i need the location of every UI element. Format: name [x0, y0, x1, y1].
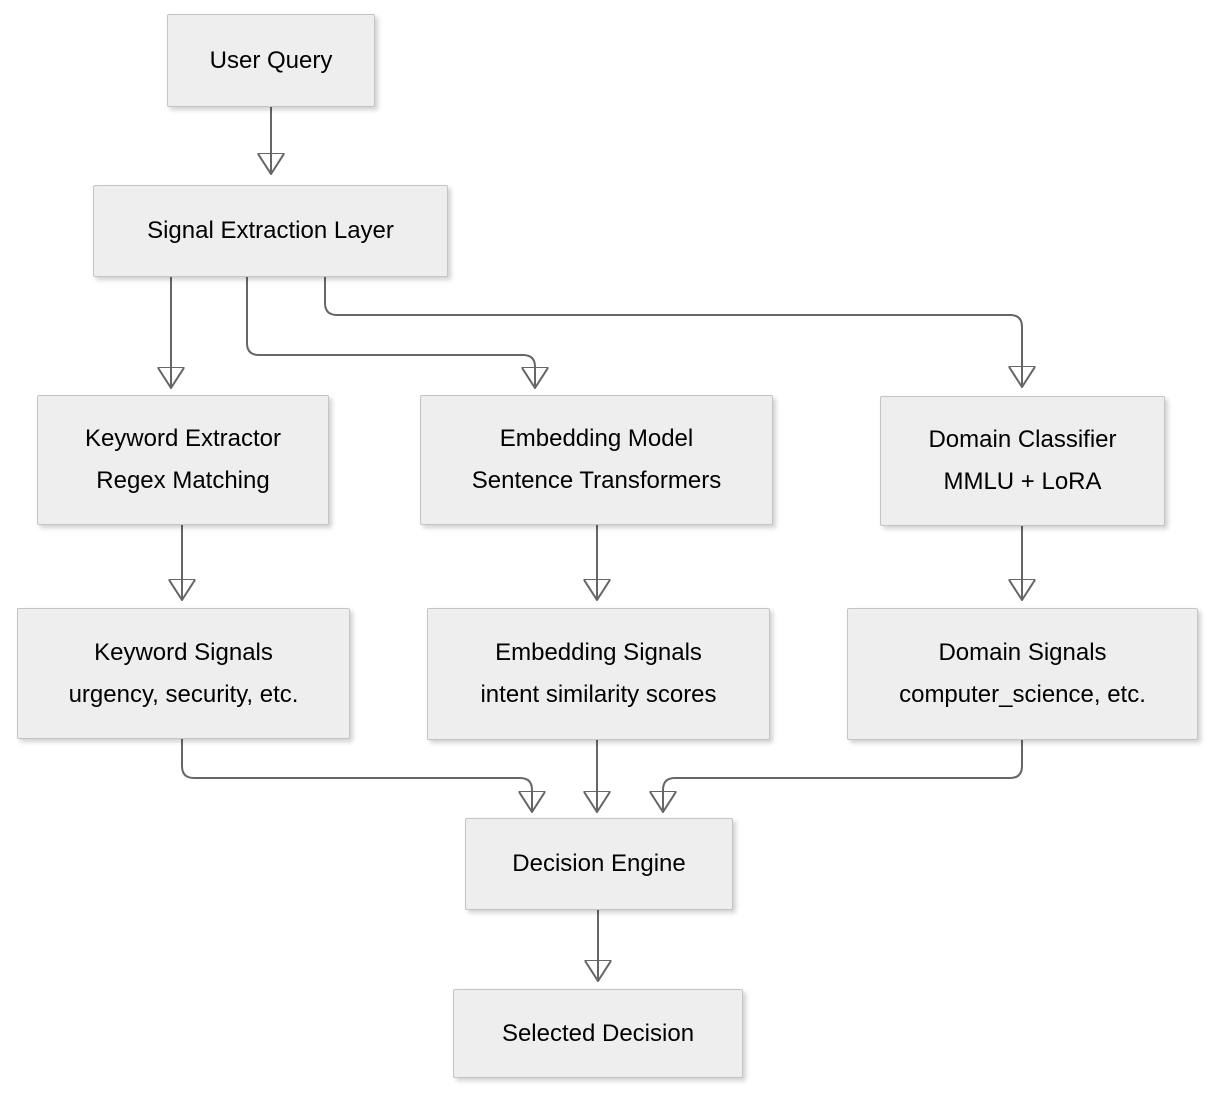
node-embedding-model-subtitle: Sentence Transformers [471, 467, 722, 494]
node-domain-signals: Domain Signals computer_science, etc. [847, 608, 1198, 740]
node-keyword-signals-title: Keyword Signals [94, 638, 273, 666]
node-domain-classifier-title: Domain Classifier [928, 426, 1117, 453]
node-keyword-extractor-title: Keyword Extractor [84, 425, 282, 452]
node-signal-extraction-layer: Signal Extraction Layer [93, 185, 448, 277]
node-embedding-signals-title: Embedding Signals [495, 639, 702, 666]
node-domain-signals-subtitle: computer_science, etc. [899, 681, 1146, 708]
edge-domain-signals-to-decision-engine [663, 740, 1023, 812]
node-embedding-model: Embedding Model Sentence Transformers [420, 395, 773, 525]
edge-signal-extraction-to-domain-classifier [324, 277, 1022, 387]
node-decision-engine-title: Decision Engine [512, 850, 686, 877]
node-keyword-signals: Keyword Signals urgency, security, etc. [17, 608, 350, 739]
node-domain-signals-title: Domain Signals [938, 639, 1107, 666]
edge-signal-extraction-to-embedding-model [246, 277, 535, 388]
node-user-query: User Query [167, 14, 375, 107]
node-signal-extraction-layer-title: Signal Extraction Layer [147, 217, 394, 244]
node-embedding-signals-subtitle: intent similarity scores [480, 681, 717, 708]
node-embedding-model-title: Embedding Model [499, 425, 694, 452]
edge-keyword-signals-to-decision-engine [181, 739, 532, 812]
node-decision-engine: Decision Engine [465, 818, 733, 910]
node-keyword-extractor: Keyword Extractor Regex Matching [37, 395, 329, 525]
node-keyword-extractor-subtitle: Regex Matching [96, 467, 270, 494]
node-selected-decision-title: Selected Decision [501, 1019, 695, 1047]
node-domain-classifier-subtitle: MMLU + LoRA [943, 468, 1102, 495]
node-embedding-signals: Embedding Signals intent similarity scor… [427, 608, 770, 740]
node-selected-decision: Selected Decision [453, 989, 743, 1078]
node-keyword-signals-subtitle: urgency, security, etc. [68, 680, 299, 708]
node-domain-classifier: Domain Classifier MMLU + LoRA [880, 396, 1165, 526]
node-user-query-title: User Query [209, 46, 333, 74]
